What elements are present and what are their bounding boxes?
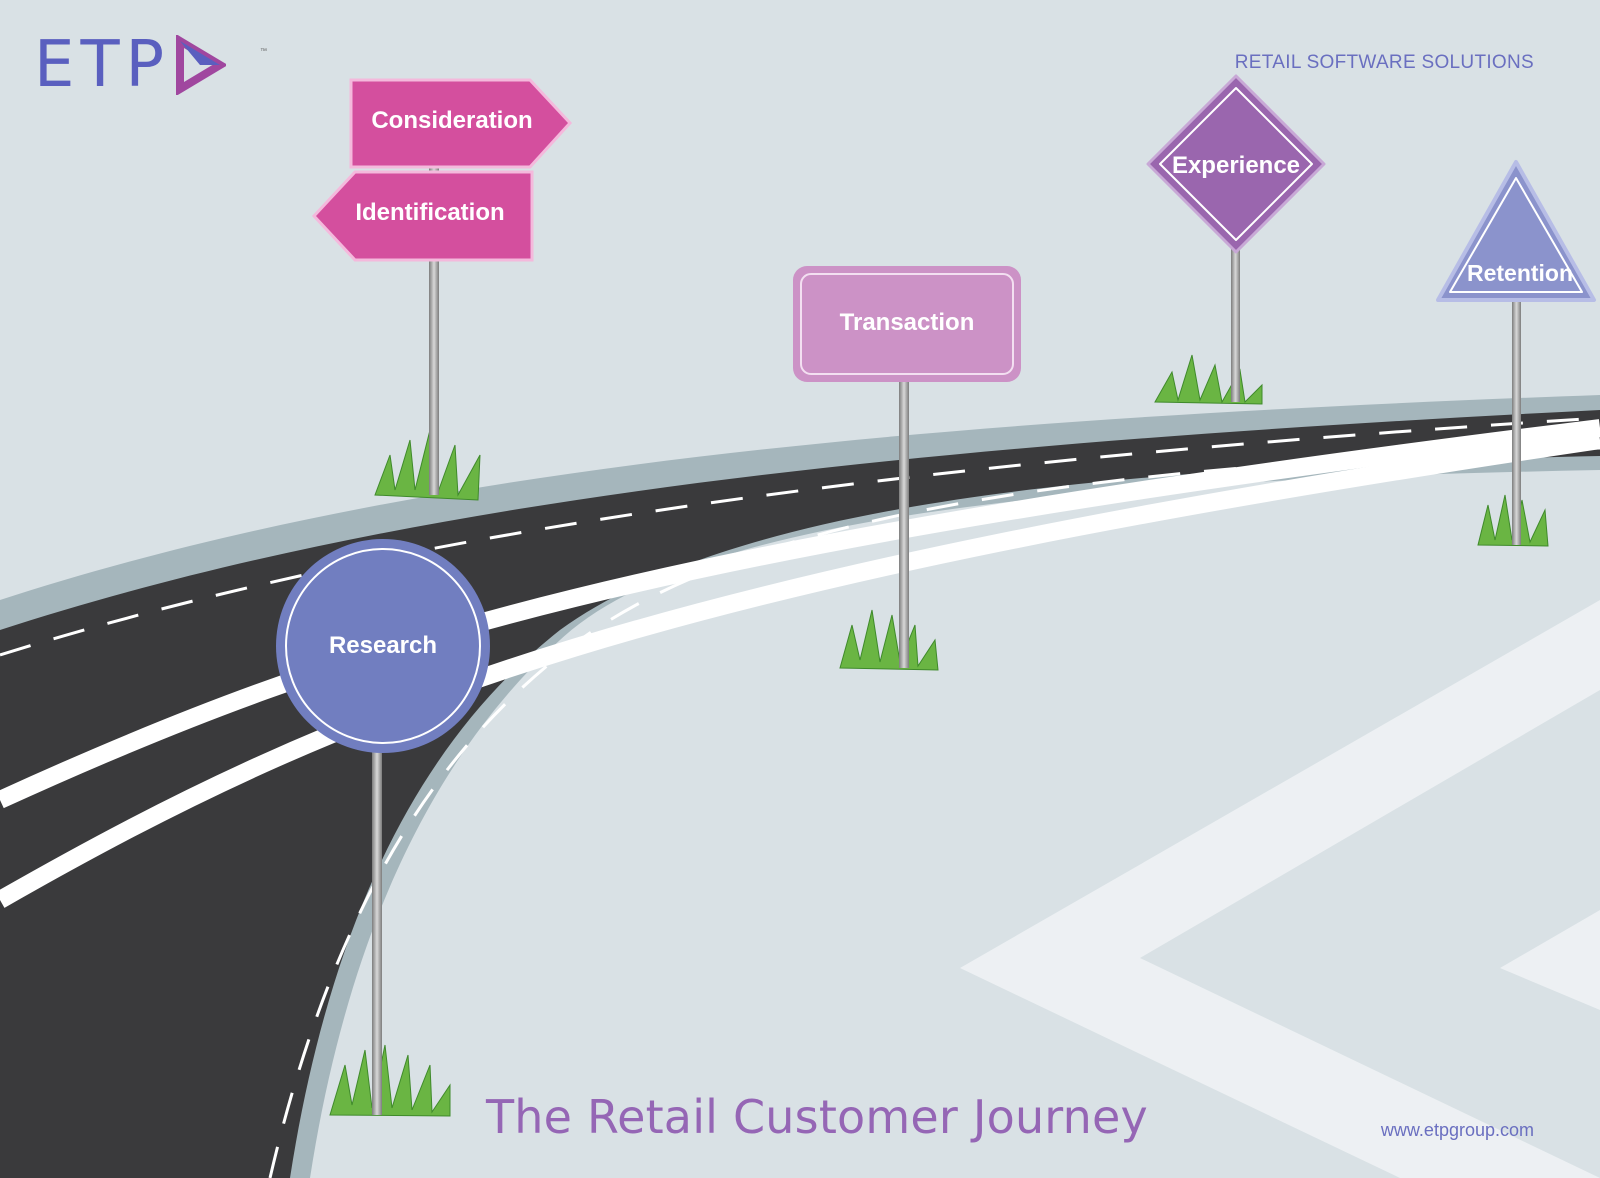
sign-experience-shape xyxy=(1146,74,1326,254)
logo-text: ETP xyxy=(34,28,171,102)
road-dashed-line-top xyxy=(0,416,1600,657)
sign-research-label: Research xyxy=(328,632,438,659)
sign-identification-shape xyxy=(311,170,534,262)
pole-research xyxy=(372,735,382,1115)
pole-consideration xyxy=(429,160,439,495)
road-solid-line-2 xyxy=(0,431,1600,908)
sign-experience-label: Experience xyxy=(1171,152,1301,179)
pole-transaction xyxy=(899,378,909,668)
sign-retention-shape xyxy=(1436,160,1596,302)
pole-retention xyxy=(1512,295,1521,545)
road-dashed-line-bottom xyxy=(268,446,1600,1178)
sign-transaction-shape xyxy=(793,266,1021,382)
website-link[interactable]: www.etpgroup.com xyxy=(1380,1120,1534,1140)
pole-experience xyxy=(1231,240,1240,402)
sign-transaction-label: Transaction xyxy=(839,309,975,336)
background-chevron-shape-2 xyxy=(1500,910,1600,1010)
play-arrow-icon xyxy=(176,35,227,95)
sign-consideration-label: Consideration xyxy=(371,107,533,134)
road-solid-line xyxy=(0,419,1600,809)
sign-retention-label: Retention xyxy=(1466,260,1574,286)
sign-research-shape xyxy=(276,539,490,753)
trademark-mark: ™ xyxy=(260,48,267,55)
page-title: The Retail Customer Journey xyxy=(486,1090,1148,1144)
tagline: RETAIL SOFTWARE SOLUTIONS xyxy=(1234,52,1534,73)
sign-consideration-shape xyxy=(349,78,573,169)
etp-logo[interactable]: ETP ™ xyxy=(34,28,267,102)
grass-tufts xyxy=(329,354,1549,1117)
sign-identification-label: Identification xyxy=(355,199,505,226)
background-chevron-shape xyxy=(960,600,1600,1178)
